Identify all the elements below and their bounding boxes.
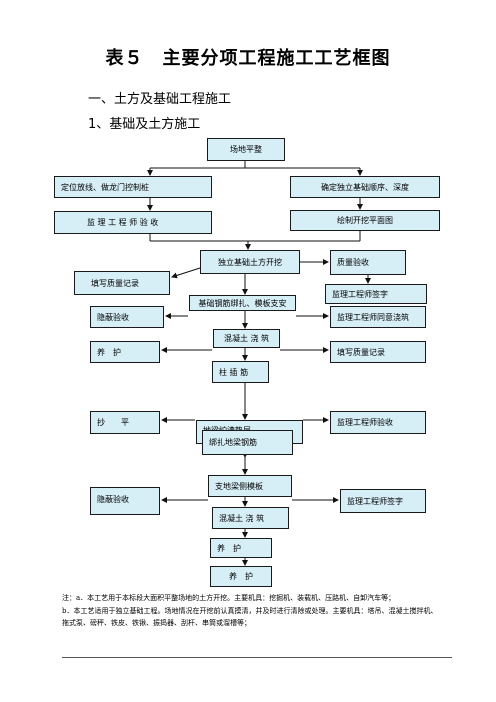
step-excavation-plan: 绘制开挖平面图 <box>290 210 440 231</box>
step-determine-order: 确定独立基础顺序、深度 <box>290 176 440 198</box>
step-quality-acceptance: 质量验收 <box>330 250 406 275</box>
step-supervisor-check-2: 监理工程师验收 <box>330 411 426 434</box>
note-a: 注：a．本工艺用于本标段大面积平整场地的土方开挖。主要机具：挖掘机、装载机、压路… <box>62 594 396 602</box>
step-rebar-formwork: 基础钢筋绑扎、模板支安 <box>189 295 296 311</box>
step-positioning: 定位放线、做龙门控制桩 <box>54 176 212 198</box>
step-ground-beam-rebar: 绑扎地梁钢筋 <box>202 430 293 455</box>
step-curing-3: 养 护 <box>210 566 272 587</box>
step-site-leveling: 场地平整 <box>207 138 285 161</box>
step-curing-2: 养 护 <box>210 538 272 558</box>
section-heading: 一、土方及基础工程施工 <box>88 92 232 107</box>
step-pour-concrete-1: 混凝土 浇 筑 <box>213 329 280 348</box>
step-supervisor-approve-pour: 监理工程师同意浇筑 <box>330 306 426 328</box>
notes-block: 注：a．本工艺用于本标段大面积平整场地的土方开挖。主要机具：挖掘机、装载机、压路… <box>62 592 440 630</box>
document-title: 表５ 主要分项工程施工工艺框图 <box>105 48 391 69</box>
step-leveling: 抄 平 <box>90 411 160 434</box>
note-b: b．本工艺适用于独立基础工程。场地情况在开挖前认真摸清，并及时进行清除或处理。主… <box>62 607 438 627</box>
subsection-heading: 1、基础及土方施工 <box>88 117 201 132</box>
step-foundation-excavation: 独立基础土方开挖 <box>200 250 300 274</box>
step-ground-beam-formwork: 支地梁侧模板 <box>208 475 292 497</box>
step-fill-quality-record-1: 填写质量记录 <box>74 271 170 295</box>
step-column-rebar: 柱 插 筋 <box>212 361 269 383</box>
step-supervisor-sign-2: 监理工程师签字 <box>340 489 426 513</box>
step-supervisor-sign-1: 监理工程师签字 <box>325 284 427 304</box>
step-concealed-check-1: 隐蔽验收 <box>90 306 164 328</box>
step-curing-1: 养 护 <box>90 341 160 363</box>
footer-divider <box>62 657 452 658</box>
step-concealed-check-2: 隐蔽验收 <box>90 487 160 515</box>
step-supervisor-check: 监 理 工 程 师 验 收 <box>54 211 212 234</box>
step-pour-concrete-2: 混凝土 浇 筑 <box>212 507 289 529</box>
step-fill-quality-record-2: 填写质量记录 <box>330 341 426 363</box>
